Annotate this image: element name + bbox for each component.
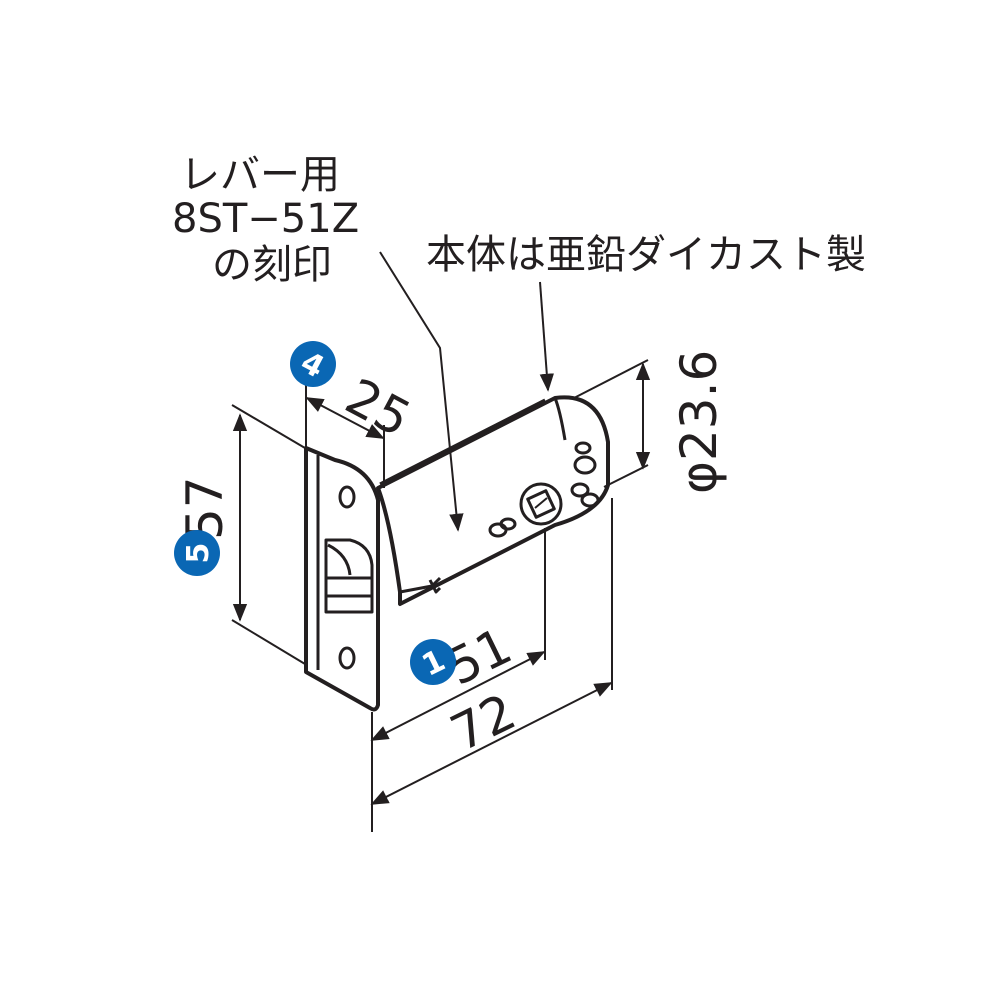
- svg-text:5: 5: [181, 543, 216, 564]
- dimension-25: [305, 385, 385, 488]
- engraving-leader: [379, 251, 464, 532]
- dimension-diameter-label: φ23.6: [670, 350, 728, 494]
- dimension-57-label: 57: [176, 476, 234, 540]
- badge-5: 5: [174, 530, 220, 576]
- dimension-72-label: 72: [442, 683, 525, 763]
- engraving-note-line3: の刻印: [212, 242, 332, 288]
- spindle-hole: [519, 482, 563, 526]
- dimension-72: [370, 498, 613, 832]
- engraving-note-line2: 8ST−51Z: [172, 196, 359, 242]
- latch-body: [376, 395, 610, 606]
- engraving-note-line1: レバー用: [180, 152, 340, 198]
- dimension-25-label: 25: [336, 367, 419, 448]
- material-leader: [539, 281, 554, 392]
- material-note: 本体は亜鉛ダイカスト製: [426, 232, 866, 278]
- dimension-diameter: [573, 359, 651, 488]
- badge-1: 1: [410, 639, 456, 685]
- dimension-57: [231, 404, 306, 665]
- screw-holes: [488, 441, 600, 538]
- latch-bolt: [324, 538, 374, 614]
- badge-4: 4: [290, 341, 336, 387]
